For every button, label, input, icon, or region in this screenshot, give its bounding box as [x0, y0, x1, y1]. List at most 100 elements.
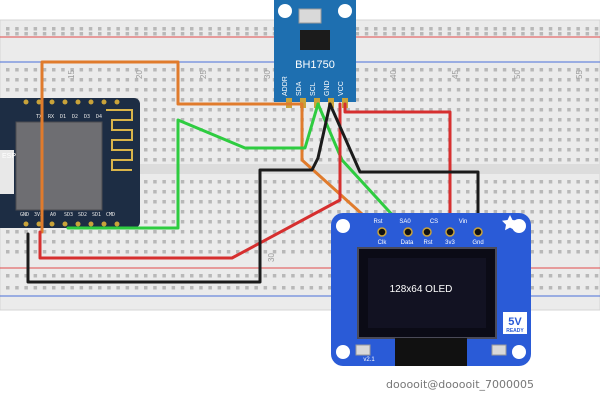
breadboard-hole	[272, 240, 277, 244]
breadboard-hole	[530, 274, 534, 278]
mcu-pin-label: 3V3	[34, 212, 43, 218]
column-number: 15	[67, 70, 76, 79]
breadboard-hole	[585, 200, 590, 204]
breadboard-hole	[144, 128, 148, 132]
breadboard-hole	[190, 128, 194, 132]
breadboard-hole	[484, 148, 488, 152]
breadboard-hole	[364, 200, 369, 204]
breadboard-hole	[383, 78, 387, 82]
breadboard-hole	[594, 78, 599, 82]
breadboard-hole	[374, 108, 378, 112]
breadboard-hole	[567, 78, 571, 82]
breadboard-hole	[364, 210, 369, 214]
breadboard-hole	[144, 88, 148, 92]
breadboard-hole	[420, 98, 424, 102]
breadboard-hole	[585, 230, 590, 234]
oled-mount-hole	[512, 345, 526, 359]
breadboard-hole	[328, 180, 332, 184]
breadboard-hole	[456, 108, 461, 112]
breadboard-hole	[254, 210, 258, 214]
mcu-pin-label: A0	[50, 212, 56, 218]
breadboard-hole	[190, 210, 194, 214]
breadboard-hole	[548, 148, 553, 152]
breadboard-hole	[254, 108, 258, 112]
breadboard-hole	[466, 88, 470, 92]
mcu-pin	[62, 99, 68, 105]
breadboard-hole	[493, 27, 498, 31]
breadboard-hole	[502, 190, 507, 194]
breadboard-hole	[180, 148, 185, 152]
breadboard-hole	[475, 78, 479, 82]
breadboard-hole	[217, 158, 222, 162]
breadboard-hole	[190, 180, 194, 184]
breadboard-hole	[594, 27, 599, 31]
breadboard-hole	[263, 32, 268, 36]
breadboard-hole	[125, 250, 130, 254]
breadboard-hole	[272, 274, 277, 278]
breadboard-hole	[245, 138, 249, 142]
breadboard-hole	[493, 158, 498, 162]
breadboard-hole	[447, 88, 452, 92]
oled-pin-data: Data	[401, 240, 414, 246]
breadboard-hole	[272, 148, 277, 152]
breadboard-hole	[567, 98, 571, 102]
breadboard-hole	[171, 220, 176, 224]
breadboard-hole	[576, 210, 580, 214]
sensor-name: BH1750	[295, 59, 335, 71]
breadboard-hole	[226, 27, 231, 31]
breadboard-hole	[282, 118, 286, 122]
mcu-pin	[36, 221, 42, 227]
breadboard-hole	[171, 240, 176, 244]
breadboard-hole	[410, 78, 415, 82]
breadboard-hole	[374, 118, 378, 122]
breadboard-hole	[153, 118, 157, 122]
column-number: 25	[199, 70, 208, 79]
breadboard-hole	[364, 148, 369, 152]
breadboard-hole	[125, 78, 130, 82]
sensor-pin-addr: ADDR	[282, 76, 289, 96]
breadboard-hole	[236, 27, 240, 31]
breadboard-hole	[236, 78, 240, 82]
breadboard-hole	[374, 88, 378, 92]
breadboard-hole	[456, 118, 461, 122]
breadboard-hole	[291, 274, 295, 278]
breadboard-hole	[521, 158, 525, 162]
breadboard-hole	[217, 240, 222, 244]
breadboard-hole	[355, 98, 360, 102]
breadboard-hole	[134, 78, 139, 82]
breadboard-hole	[144, 200, 148, 204]
breadboard-hole	[226, 98, 231, 102]
breadboard-hole	[355, 138, 360, 142]
breadboard-hole	[171, 88, 176, 92]
breadboard-hole	[484, 108, 488, 112]
breadboard-hole	[484, 68, 488, 72]
breadboard-hole	[134, 32, 139, 36]
breadboard-hole	[502, 32, 507, 36]
breadboard-hole	[6, 68, 10, 72]
breadboard-hole	[144, 78, 148, 82]
breadboard-hole	[558, 286, 562, 290]
breadboard-hole	[125, 286, 130, 290]
breadboard-hole	[24, 240, 28, 244]
breadboard-hole	[162, 108, 166, 112]
breadboard-hole	[98, 250, 102, 254]
breadboard-hole	[180, 138, 185, 142]
breadboard-hole	[162, 180, 166, 184]
breadboard-hole	[272, 118, 277, 122]
breadboard-hole	[567, 32, 571, 36]
breadboard-hole	[530, 200, 534, 204]
oled-version: v2.1	[363, 357, 375, 363]
breadboard-hole	[153, 230, 157, 234]
breadboard-hole	[309, 108, 314, 112]
breadboard-hole	[594, 190, 599, 194]
breadboard-hole	[530, 108, 534, 112]
breadboard-hole	[558, 32, 562, 36]
breadboard-hole	[364, 27, 369, 31]
breadboard-hole	[548, 274, 553, 278]
breadboard-hole	[401, 148, 406, 152]
breadboard-hole	[134, 240, 139, 244]
breadboard-hole	[254, 180, 258, 184]
breadboard-hole	[208, 138, 212, 142]
breadboard-hole	[61, 230, 65, 234]
breadboard-hole	[245, 27, 249, 31]
